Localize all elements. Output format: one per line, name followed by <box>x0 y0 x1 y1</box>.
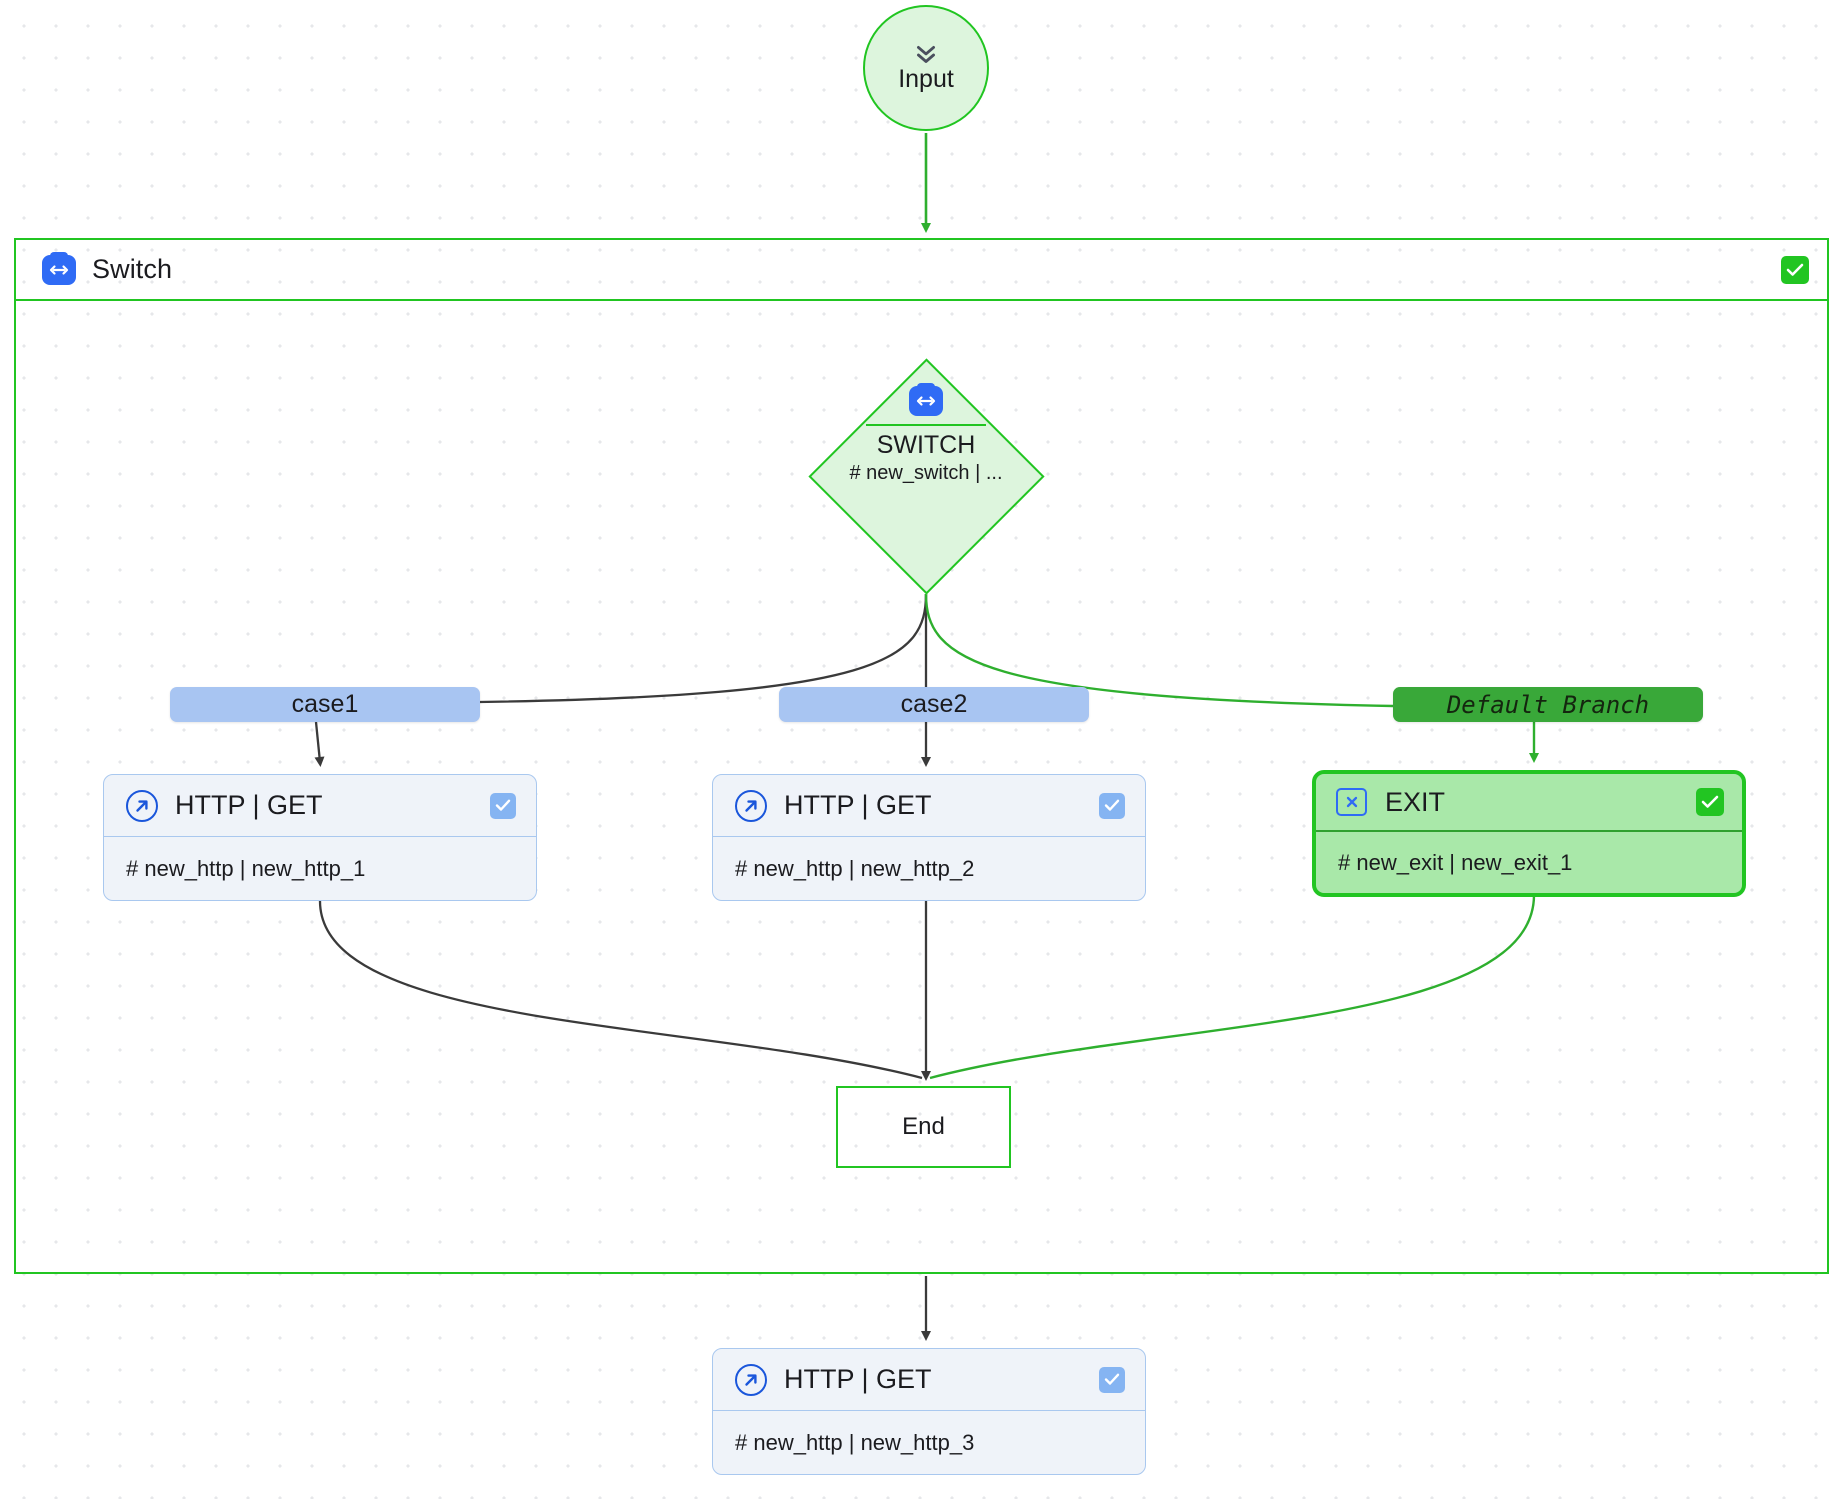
input-node[interactable]: Input <box>863 5 989 131</box>
switch-decision-node[interactable]: SWITCH # new_switch | ... <box>807 357 1045 595</box>
node-subtitle: # new_http | new_http_3 <box>735 1429 975 1455</box>
node-header: HTTP | GET <box>104 775 536 837</box>
http-get-node-3[interactable]: HTTP | GET # new_http | new_http_3 <box>712 1348 1146 1475</box>
node-checkbox[interactable] <box>1099 792 1125 819</box>
node-subtitle: # new_exit | new_exit_1 <box>1338 849 1573 875</box>
http-get-node-2[interactable]: HTTP | GET # new_http | new_http_2 <box>712 774 1146 901</box>
http-arrow-icon <box>126 789 158 822</box>
exit-x-icon <box>1336 788 1367 816</box>
node-header: HTTP | GET <box>713 775 1145 837</box>
node-header: HTTP | GET <box>713 1349 1145 1411</box>
branch-label-text: case2 <box>900 690 968 718</box>
node-title: EXIT <box>1385 786 1446 817</box>
node-checkbox[interactable] <box>1099 1366 1125 1393</box>
diamond-divider <box>866 424 986 426</box>
node-subtitle: # new_http | new_http_2 <box>735 855 975 881</box>
switch-container-title: Switch <box>92 254 173 284</box>
switch-container-header[interactable]: Switch <box>16 240 1827 301</box>
node-title: HTTP | GET <box>784 790 932 820</box>
chevrons-down-icon <box>917 46 935 63</box>
end-node-label: End <box>902 1113 945 1140</box>
branch-label-default[interactable]: Default Branch <box>1393 687 1703 722</box>
switch-node-subtitle: # new_switch | ... <box>849 462 1003 485</box>
switch-container-checkbox[interactable] <box>1781 255 1809 284</box>
exit-node[interactable]: EXIT # new_exit | new_exit_1 <box>1312 770 1746 897</box>
node-title: HTTP | GET <box>784 1364 932 1394</box>
http-get-node-1[interactable]: HTTP | GET # new_http | new_http_1 <box>103 774 537 901</box>
node-subtitle: # new_http | new_http_1 <box>126 855 366 881</box>
switch-node-title: SWITCH <box>876 431 976 459</box>
node-header: EXIT <box>1316 774 1742 832</box>
http-arrow-icon <box>735 1363 767 1396</box>
switch-container[interactable]: Switch <box>14 238 1829 1274</box>
switch-arrows-icon <box>42 251 76 285</box>
node-checkbox[interactable] <box>490 792 516 819</box>
input-node-label: Input <box>898 65 954 93</box>
branch-label-case2[interactable]: case2 <box>779 687 1089 722</box>
branch-label-case1[interactable]: case1 <box>170 687 480 722</box>
branch-label-text: Default Branch <box>1446 690 1650 719</box>
http-arrow-icon <box>735 789 767 822</box>
end-node[interactable]: End <box>836 1086 1011 1168</box>
node-checkbox[interactable] <box>1696 788 1724 816</box>
branch-label-text: case1 <box>291 690 359 718</box>
switch-arrows-icon <box>909 383 943 416</box>
node-title: HTTP | GET <box>175 790 323 820</box>
